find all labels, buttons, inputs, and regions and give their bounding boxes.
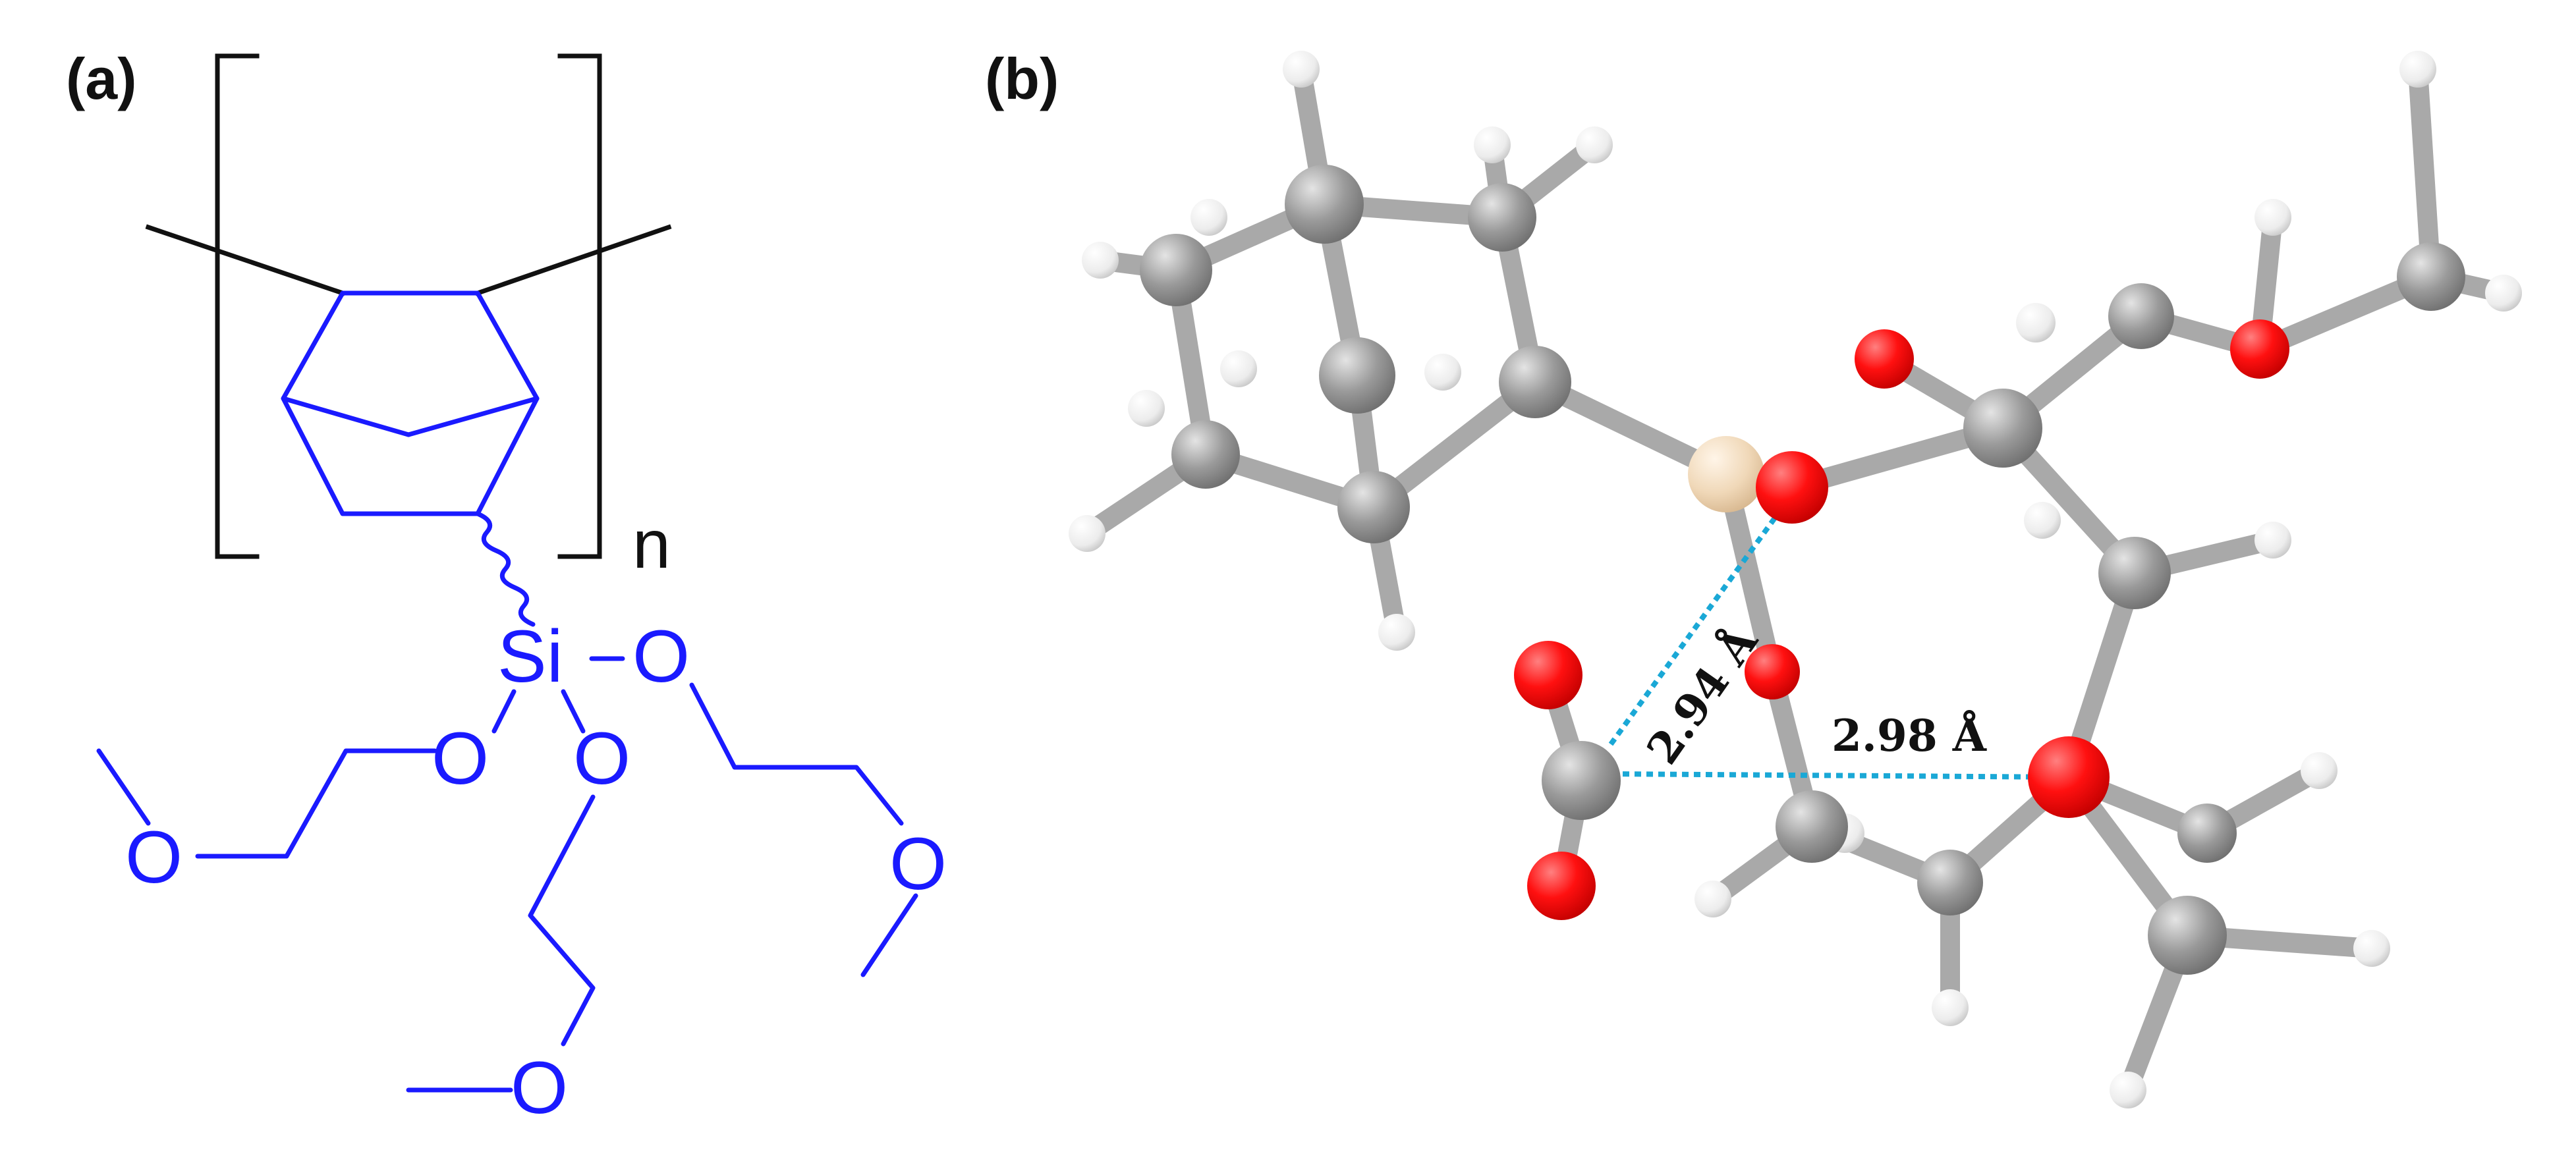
norbornane-ring [281, 290, 540, 516]
left-bracket [215, 53, 260, 559]
chain-middle [528, 794, 596, 1047]
hydrogen-atoms [1069, 51, 2522, 1108]
panel-a-label: (a) [66, 46, 137, 111]
oxygen-label-left: O [432, 717, 489, 800]
silicon-atom-label: Si [497, 615, 563, 697]
methyl-left [96, 748, 151, 826]
wavy-bond [475, 511, 536, 627]
oxygen-label-middle: O [573, 717, 630, 800]
distance-label-1: 2.94 Å [1637, 616, 1768, 773]
chain-right [689, 682, 904, 826]
chain-left [195, 748, 437, 859]
distance-label-2: 2.98 Å [1832, 710, 1987, 761]
oxygen-label-right: O [632, 615, 690, 697]
oxygen-label-right-ether: O [889, 823, 947, 905]
oxygen-atoms [1514, 319, 2289, 920]
methyl-right [860, 893, 918, 977]
panel-b: (b) [985, 46, 2522, 1108]
oxygen-label-left-ether: O [125, 816, 182, 898]
oxygen-label-middle-ether: O [511, 1047, 568, 1129]
right-bracket [557, 53, 602, 559]
backbone-bond-left [145, 224, 346, 296]
carbon-atoms [1140, 165, 2465, 975]
panel-a: (a) n Si O O O O O O [66, 46, 947, 1129]
distance-line-2 [1610, 771, 2069, 780]
silicon-atom [1688, 436, 1764, 512]
backbone-bond-right [474, 224, 672, 296]
panel-b-label: (b) [985, 46, 1059, 111]
repeat-subscript-n: n [632, 506, 671, 583]
